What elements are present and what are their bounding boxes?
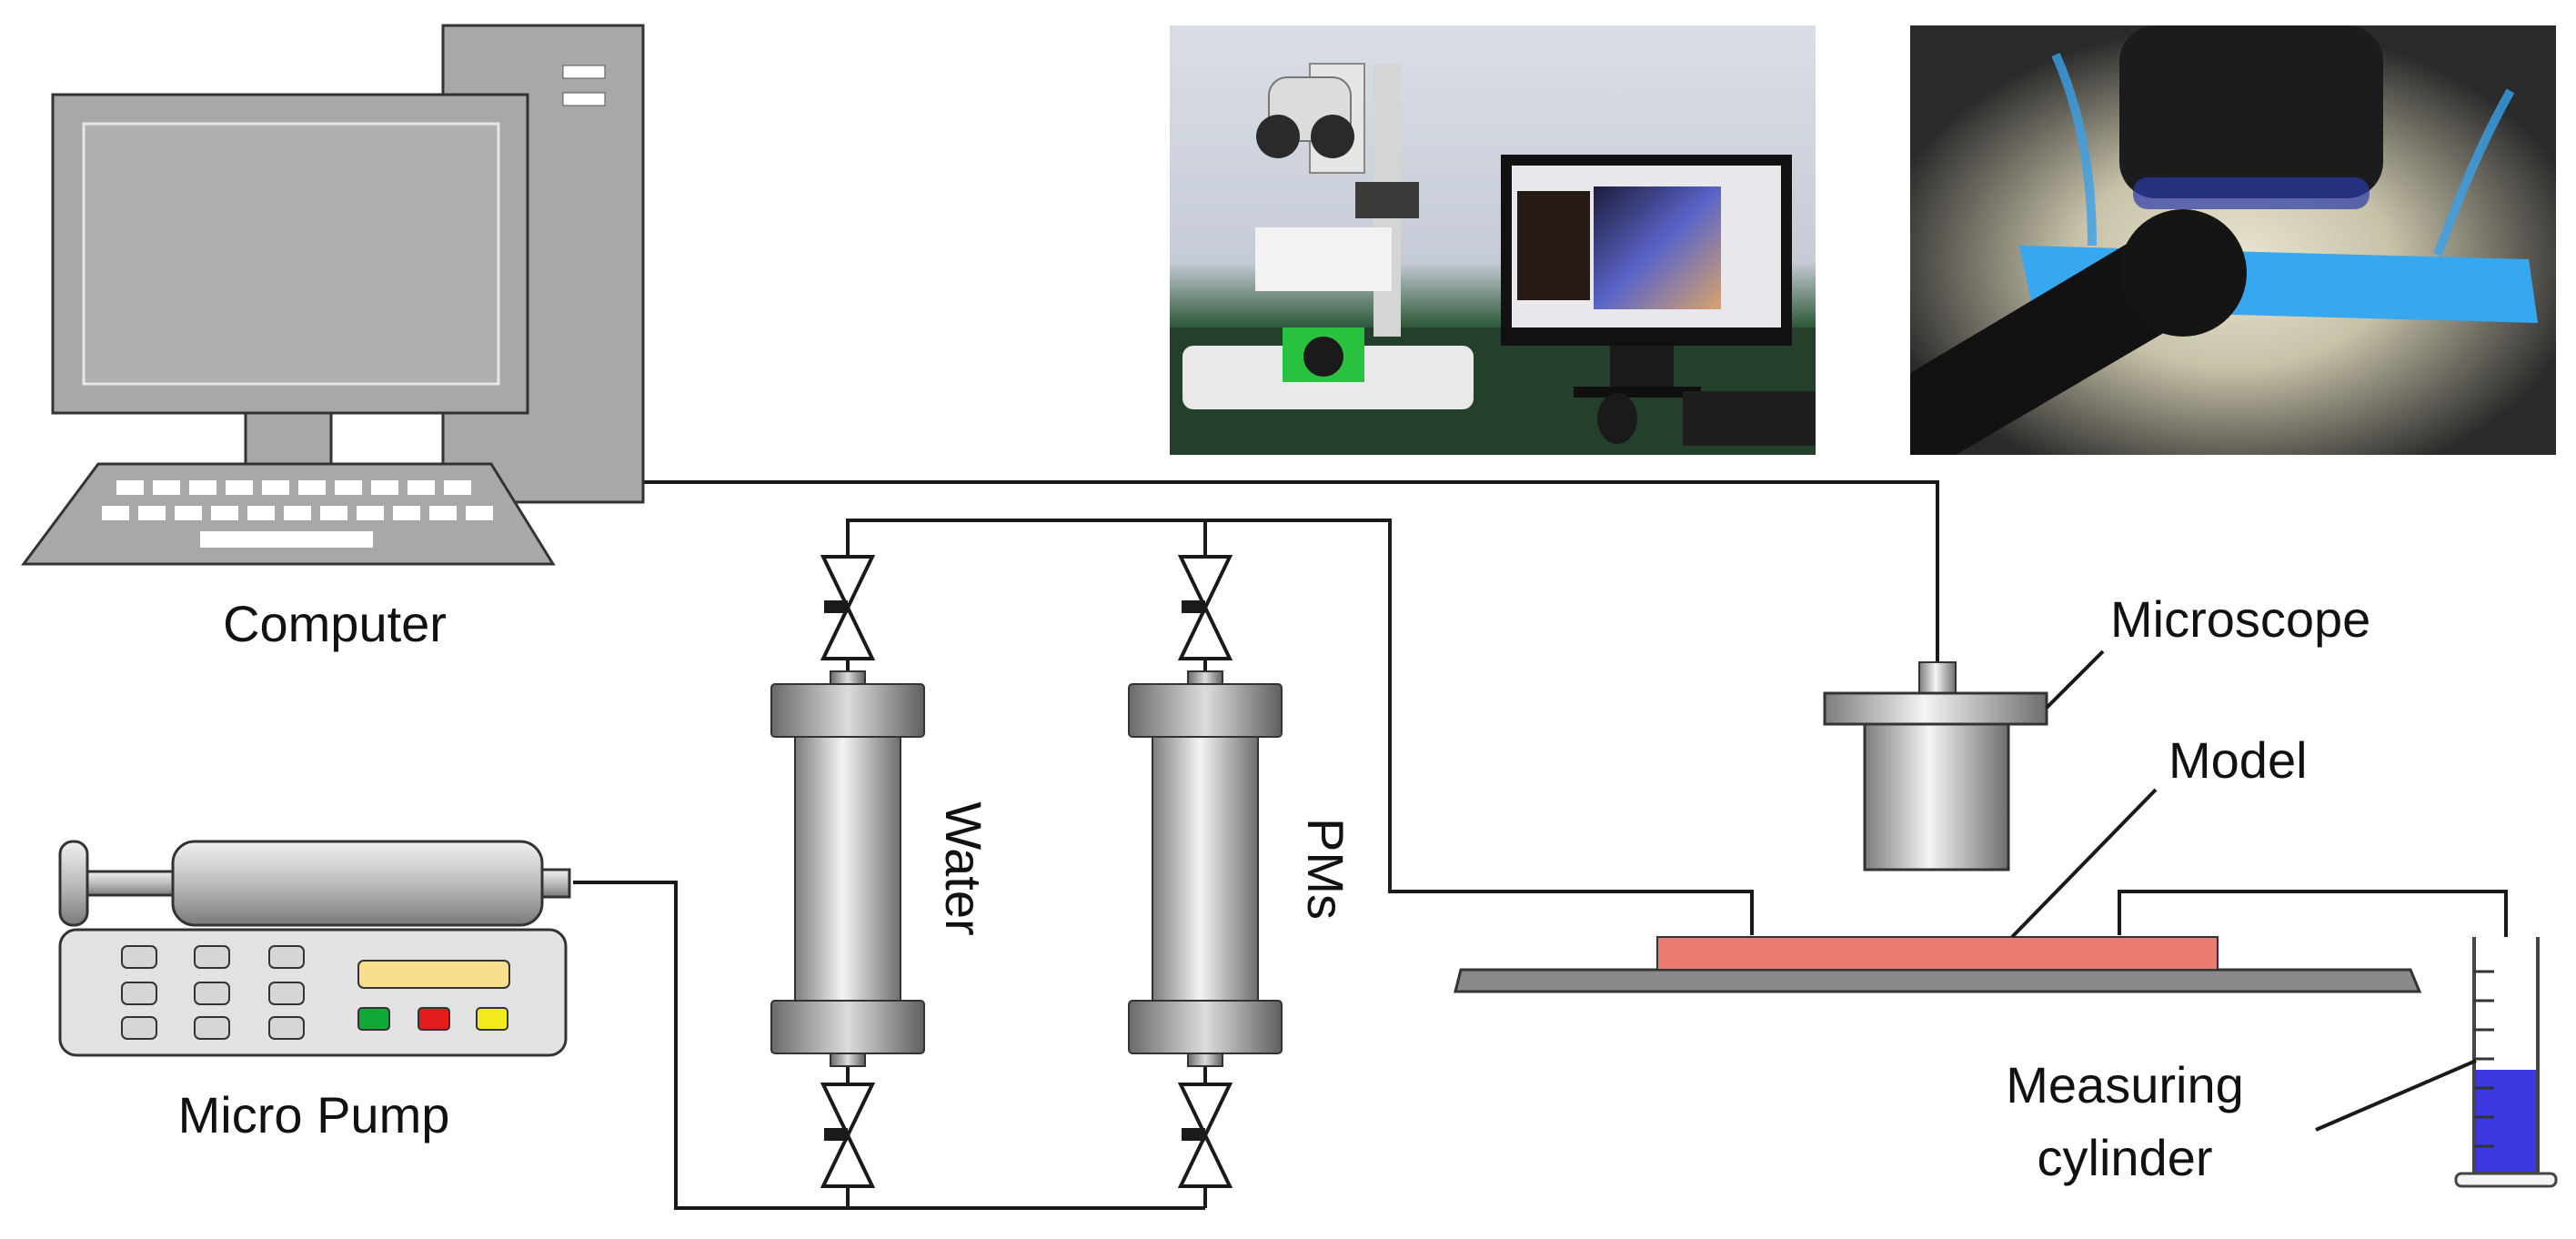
water-label: Water (935, 801, 992, 935)
pump-red-button[interactable] (418, 1008, 449, 1030)
photo-microscope-workstation (1170, 25, 1816, 455)
drive-bay-icon (563, 65, 605, 78)
pump-green-button[interactable] (358, 1008, 389, 1030)
water-column: Water (771, 671, 992, 1066)
measuring-cylinder-label-line2: cylinder (2038, 1129, 2213, 1186)
pump-display (358, 961, 509, 988)
monitor-stand (246, 413, 331, 464)
monitor-screen (84, 124, 498, 384)
valve-top-water[interactable] (823, 557, 872, 659)
valve-bottom-pms[interactable] (1181, 1084, 1230, 1186)
computer-label: Computer (223, 595, 447, 652)
model-slab (1657, 937, 2218, 970)
pump-yellow-button[interactable] (477, 1008, 508, 1030)
pump-keypad[interactable] (122, 946, 304, 1039)
measuring-cylinder-label-line1: Measuring (2006, 1056, 2243, 1113)
cylinder-liquid (2476, 1070, 2536, 1174)
microscope-label: Microscope (2110, 590, 2370, 648)
micro-pump-label: Micro Pump (178, 1086, 450, 1143)
valve-bottom-water[interactable] (823, 1084, 872, 1186)
model-base-plate (1455, 970, 2420, 992)
photo-model-closeup (1910, 25, 2556, 455)
valve-top-pms[interactable] (1181, 557, 1230, 659)
pms-column: PMs (1129, 671, 1354, 1066)
drive-bay-icon (563, 93, 605, 106)
syringe-barrel (173, 841, 542, 925)
pms-label: PMs (1297, 818, 1354, 920)
micro-pump: Micro Pump (60, 841, 569, 1143)
microscope-schematic: Microscope (1825, 590, 2370, 870)
model-label: Model (2168, 731, 2308, 789)
computer: Computer (24, 25, 643, 652)
